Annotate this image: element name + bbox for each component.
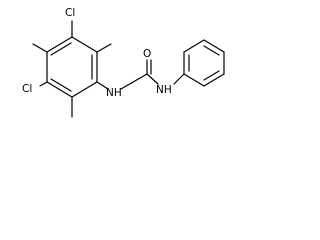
- bond-p5-p6-inner: [203, 70, 220, 81]
- bond-p3-p4-inner: [203, 45, 220, 56]
- dichloro-trimethyl-phenyl-ring: [46, 36, 98, 98]
- molecule-structure: Cl Cl NH O NH: [22, 7, 225, 118]
- bond-c5-cl: [39, 81, 48, 87]
- bond-c1-c2: [71, 36, 98, 53]
- chlorine-top-label: Cl: [65, 7, 75, 19]
- bond-n-phenyl: [173, 73, 185, 85]
- bond-p5-p6: [203, 73, 225, 87]
- bond-n-carbonyl: [120, 73, 148, 90]
- urea-nh-label: NH: [156, 84, 172, 96]
- bond-c3-n: [96, 81, 109, 90]
- bond-carbonyl-n: [146, 73, 159, 85]
- bond-c3-c4: [71, 81, 98, 98]
- amide-nh-label: NH: [106, 87, 122, 99]
- bond-p2-p3: [183, 39, 205, 53]
- bond-p6-p1: [183, 73, 205, 87]
- bond-c6-c1: [46, 36, 73, 53]
- bond-c6-c1-inner: [50, 42, 72, 56]
- bond-c6-methyl: [32, 43, 48, 53]
- bond-p3-p4: [203, 39, 225, 53]
- oxygen-label: O: [143, 48, 151, 60]
- bond-c4-c5-inner: [50, 78, 72, 92]
- bond-c2-methyl: [96, 43, 112, 53]
- bond-c4-c5: [46, 81, 73, 98]
- chlorine-bottom-label: Cl: [22, 83, 32, 95]
- phenyl-ring: [183, 39, 225, 87]
